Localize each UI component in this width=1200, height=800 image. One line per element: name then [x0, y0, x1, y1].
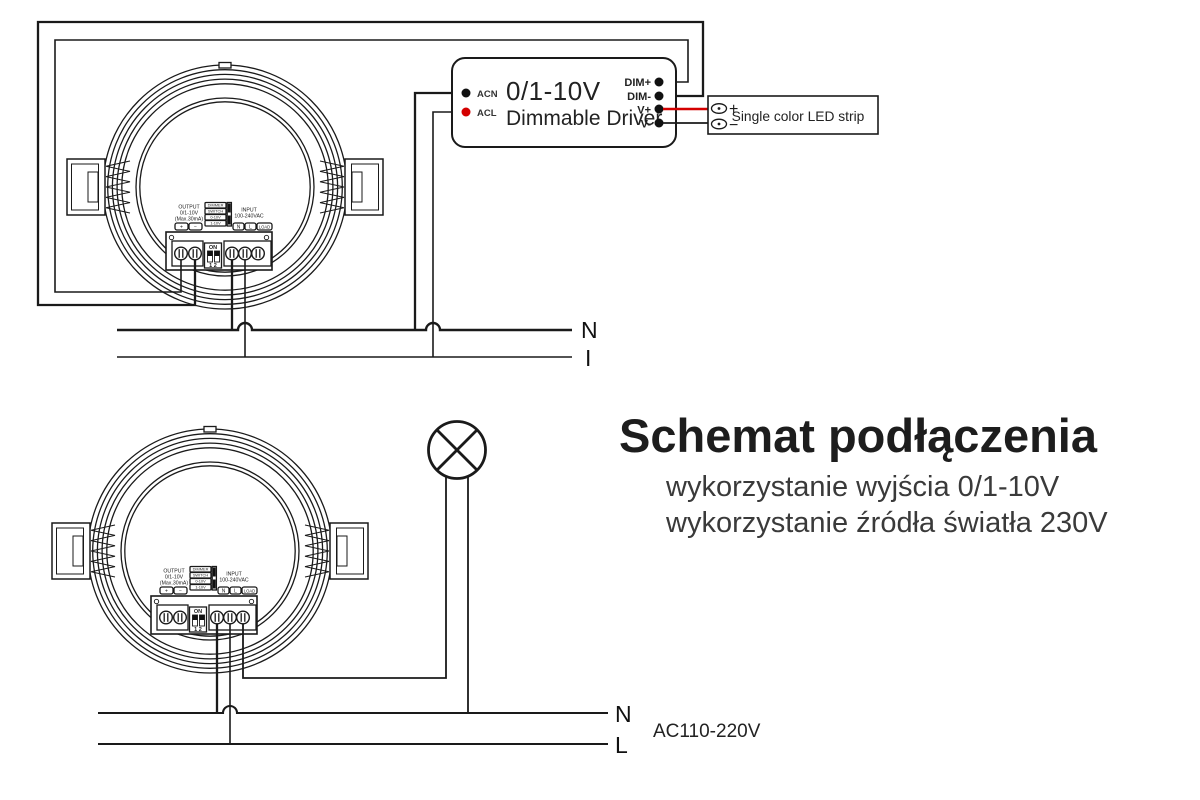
terminal-dot-dim-plus: [654, 77, 664, 87]
led-minus-terminal: [710, 118, 728, 130]
heading-line2: wykorzystanie źródła światła 230V: [665, 507, 1108, 539]
led-strip-label: Single color LED strip: [732, 109, 865, 124]
neutral-label-bottom: N: [615, 701, 632, 727]
terminal-dot-acn: [461, 88, 471, 98]
acn-label: ACN: [477, 89, 498, 100]
neutral-line-bottom: [98, 704, 608, 715]
led-minus-terminal-dot: [717, 122, 721, 126]
terminal-dot-acl: [461, 107, 471, 117]
terminal-dot-dim-minus: [654, 91, 664, 101]
sensor-device-top: [66, 61, 384, 310]
led-plus-terminal-dot: [717, 107, 721, 110]
terminal-dot-v-minus: [654, 118, 664, 128]
heading-line1: wykorzystanie wyjścia 0/1-10V: [665, 471, 1060, 503]
dim-minus-label: DIM-: [627, 91, 651, 103]
acl-label: ACL: [477, 108, 497, 119]
lamp-symbol: [427, 420, 487, 480]
voltage-label: AC110-220V: [653, 721, 761, 742]
led-plus-sign: +: [729, 101, 738, 118]
live-label-top: I: [585, 345, 591, 371]
driver-outline: [451, 57, 677, 148]
heading-title: Schemat podłączenia: [619, 409, 1098, 462]
v-plus-label: V+: [637, 105, 651, 117]
led-minus-sign: −: [729, 117, 738, 134]
driver-name-line1: 0/1-10V: [506, 76, 601, 106]
sensor-device-bottom: [51, 425, 369, 674]
led-strip-outline: [707, 95, 879, 135]
led-plus-terminal: [710, 103, 728, 114]
wire-acn: [413, 91, 461, 329]
v-minus-label: V-: [641, 119, 652, 131]
driver-box: 0/1-10V Dimmable Driver ACN ACL DIM+ DIM…: [451, 57, 677, 148]
wire-load-to-lamp: [242, 476, 447, 679]
neutral-line-top: [117, 321, 572, 332]
wire-acl: [432, 111, 461, 357]
terminal-dot-v-plus: [654, 104, 664, 114]
wire-dim-plus-loop: [54, 39, 689, 293]
live-label-bottom: L: [615, 732, 628, 758]
wire-dim-minus-loop: [36, 20, 705, 307]
driver-name-line2: Dimmable Driver: [506, 107, 662, 130]
dim-plus-label: DIM+: [624, 77, 651, 89]
neutral-label-top: N: [581, 317, 598, 343]
led-strip-box: + − Single color LED strip: [707, 95, 879, 135]
